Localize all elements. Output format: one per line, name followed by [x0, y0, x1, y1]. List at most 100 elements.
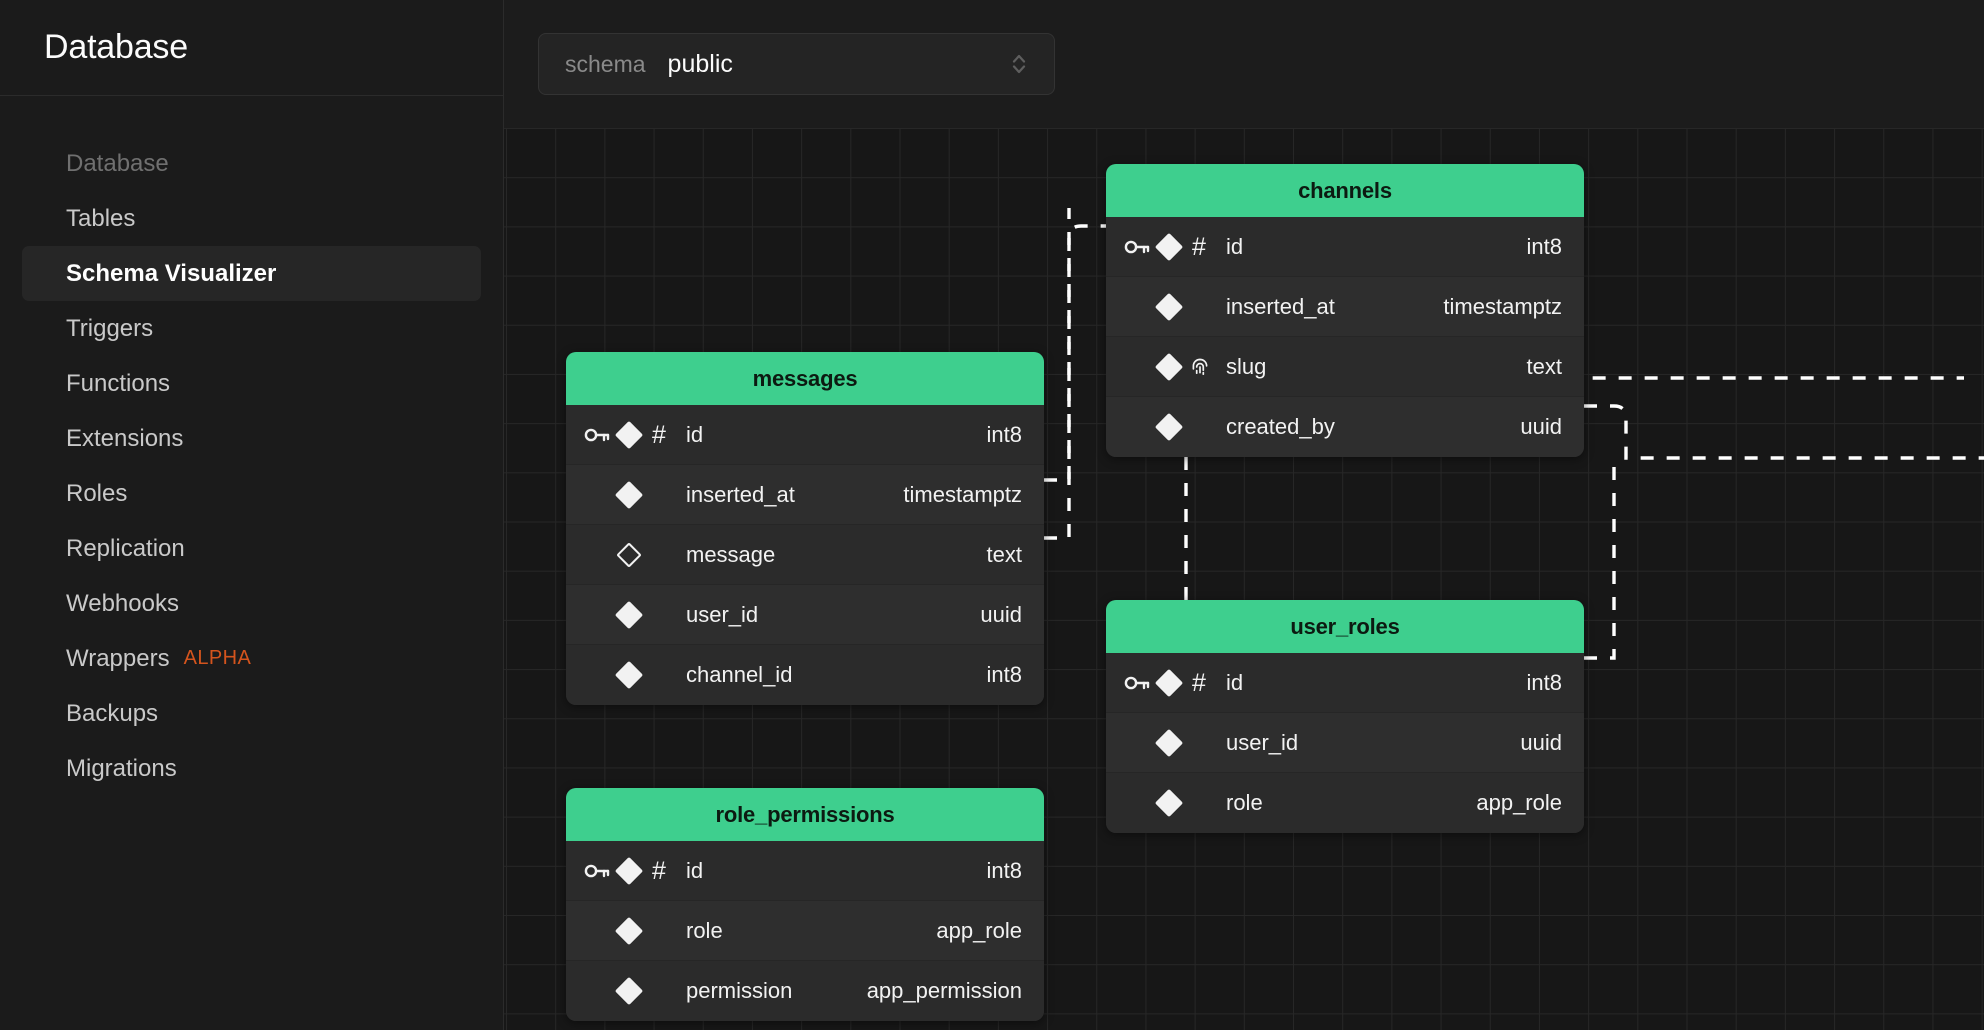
not-null-diamond-icon	[1154, 728, 1184, 757]
column-type: int8	[1526, 669, 1562, 695]
sidebar-item-replication[interactable]: Replication	[22, 521, 481, 576]
column-icons	[584, 976, 680, 1006]
sidebar-item-label: Extensions	[66, 424, 184, 452]
column-name: user_id	[686, 601, 759, 627]
nullable-diamond-icon	[616, 541, 642, 568]
main-content: schema public	[504, 0, 1984, 1030]
not-null-diamond-icon	[614, 916, 644, 945]
sidebar-item-label: Schema Visualizer	[66, 259, 277, 287]
sidebar-item-extensions[interactable]: Extensions	[22, 411, 481, 466]
column-name: inserted_at	[1226, 293, 1335, 319]
not-null-diamond-icon	[1154, 352, 1184, 381]
icon-placeholder	[1124, 296, 1150, 318]
column-name: role	[686, 917, 723, 943]
column-name: inserted_at	[686, 481, 795, 507]
column-name: created_by	[1226, 414, 1335, 439]
icon-placeholder	[648, 544, 670, 566]
sidebar-item-backups[interactable]: Backups	[22, 686, 481, 741]
icon-placeholder	[1188, 296, 1210, 318]
column-name: permission	[686, 978, 793, 1003]
column-icons: #	[584, 420, 680, 449]
sidebar-item-schema-visualizer[interactable]: Schema Visualizer	[22, 246, 481, 301]
sidebar-item-tables[interactable]: Tables	[22, 191, 481, 246]
primary-key-icon	[1124, 236, 1150, 258]
icon-placeholder	[584, 980, 610, 1002]
column-name: id	[686, 421, 704, 447]
table-node-title: user_roles	[1106, 600, 1584, 653]
column-type: int8	[1526, 233, 1562, 259]
icon-placeholder	[1124, 416, 1150, 438]
primary-key-icon	[584, 860, 610, 882]
column-type: int8	[986, 857, 1022, 883]
icon-placeholder	[1124, 792, 1150, 814]
table-node-title: channels	[1106, 164, 1584, 217]
toolbar: schema public	[504, 0, 1984, 128]
column-type: text	[986, 541, 1022, 567]
column-name: id	[686, 857, 704, 883]
not-null-diamond-icon	[614, 976, 644, 1006]
icon-placeholder	[1124, 356, 1150, 378]
column-type: uuid	[1520, 729, 1562, 755]
not-null-diamond-icon	[1154, 412, 1184, 442]
schema-selector[interactable]: schema public	[538, 33, 1055, 95]
column-type: app_permission	[866, 978, 1022, 1003]
edge-userroles-users	[1584, 458, 1616, 660]
number-hash-icon: #	[652, 420, 666, 449]
sidebar-item-label: Webhooks	[66, 589, 179, 617]
table-column-row[interactable]: #id int8	[566, 841, 1044, 901]
icon-placeholder	[584, 664, 610, 686]
column-icons	[584, 916, 680, 945]
table-node-title: role_permissions	[566, 788, 1044, 841]
not-null-diamond-icon	[614, 660, 644, 690]
not-null-diamond-icon	[614, 856, 644, 885]
column-icons	[1124, 292, 1220, 321]
sidebar-item-roles[interactable]: Roles	[22, 466, 481, 521]
sidebar-item-database[interactable]: Database	[22, 136, 481, 191]
sidebar-item-webhooks[interactable]: Webhooks	[22, 576, 481, 631]
column-icons	[1124, 788, 1220, 818]
sidebar-item-functions[interactable]: Functions	[22, 356, 481, 411]
column-type: app_role	[936, 917, 1022, 943]
schema-selector-label: schema	[565, 50, 646, 77]
primary-key-icon	[1124, 672, 1150, 694]
column-icons: #	[584, 856, 680, 885]
sidebar-item-label: Tables	[66, 204, 136, 232]
sidebar-item-migrations[interactable]: Migrations	[22, 741, 481, 796]
column-name: role	[1226, 790, 1263, 815]
column-icons: #	[1124, 668, 1220, 697]
not-null-diamond-icon	[1154, 668, 1184, 697]
icon-placeholder	[584, 544, 610, 566]
sidebar-item-triggers[interactable]: Triggers	[22, 301, 481, 356]
icon-placeholder	[584, 484, 610, 506]
sidebar-item-label: Replication	[66, 534, 185, 562]
not-null-diamond-icon	[614, 420, 644, 449]
column-type: int8	[986, 662, 1022, 687]
icon-placeholder	[648, 604, 670, 626]
column-type: timestamptz	[903, 481, 1022, 507]
column-icons	[1124, 728, 1220, 757]
sidebar-item-label: Migrations	[66, 754, 177, 782]
icon-placeholder	[648, 664, 670, 686]
table-column-row[interactable]: permission app_permission	[566, 961, 1044, 1021]
sidebar-item-label: Database	[66, 149, 169, 177]
table-column-row[interactable]: role app_role	[566, 901, 1044, 961]
table-column-row[interactable]: inserted_at timestamptz	[566, 465, 1044, 525]
number-hash-icon: #	[1192, 668, 1206, 697]
